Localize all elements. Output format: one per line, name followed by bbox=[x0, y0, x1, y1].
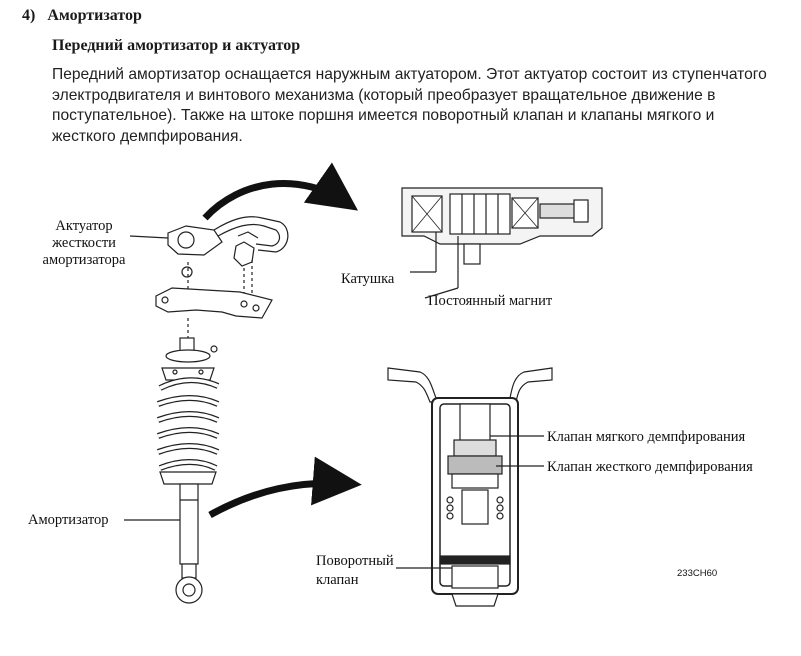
arrow-top-icon bbox=[202, 162, 359, 221]
actuator-drawing bbox=[155, 216, 289, 344]
actuator-section-drawing bbox=[401, 187, 603, 288]
strut-drawing bbox=[156, 337, 220, 604]
section-heading: 4) Амортизатор bbox=[22, 7, 142, 25]
label-shock-absorber: Амортизатор bbox=[28, 512, 109, 528]
section-number: 4) bbox=[22, 7, 36, 24]
label-coil: Катушка bbox=[341, 271, 395, 287]
label-hard-valve: Клапан жесткого демпфирования bbox=[547, 459, 753, 475]
label-actuator: Актуатор жесткости амортизатора bbox=[42, 218, 126, 268]
figure-code: 233CH60 bbox=[677, 568, 718, 579]
label-magnet: Постоянный магнит bbox=[428, 293, 553, 309]
body-paragraph: Передний амортизатор оснащается наружным… bbox=[52, 66, 767, 145]
section-title: Амортизатор bbox=[47, 7, 142, 24]
label-soft-valve: Клапан мягкого демпфирования bbox=[547, 429, 746, 445]
shock-section-drawing bbox=[387, 367, 553, 607]
arrow-bottom-icon bbox=[208, 456, 362, 519]
label-rotary-valve: Поворотный клапан bbox=[316, 553, 394, 588]
subsection-title: Передний амортизатор и актуатор bbox=[52, 37, 301, 54]
